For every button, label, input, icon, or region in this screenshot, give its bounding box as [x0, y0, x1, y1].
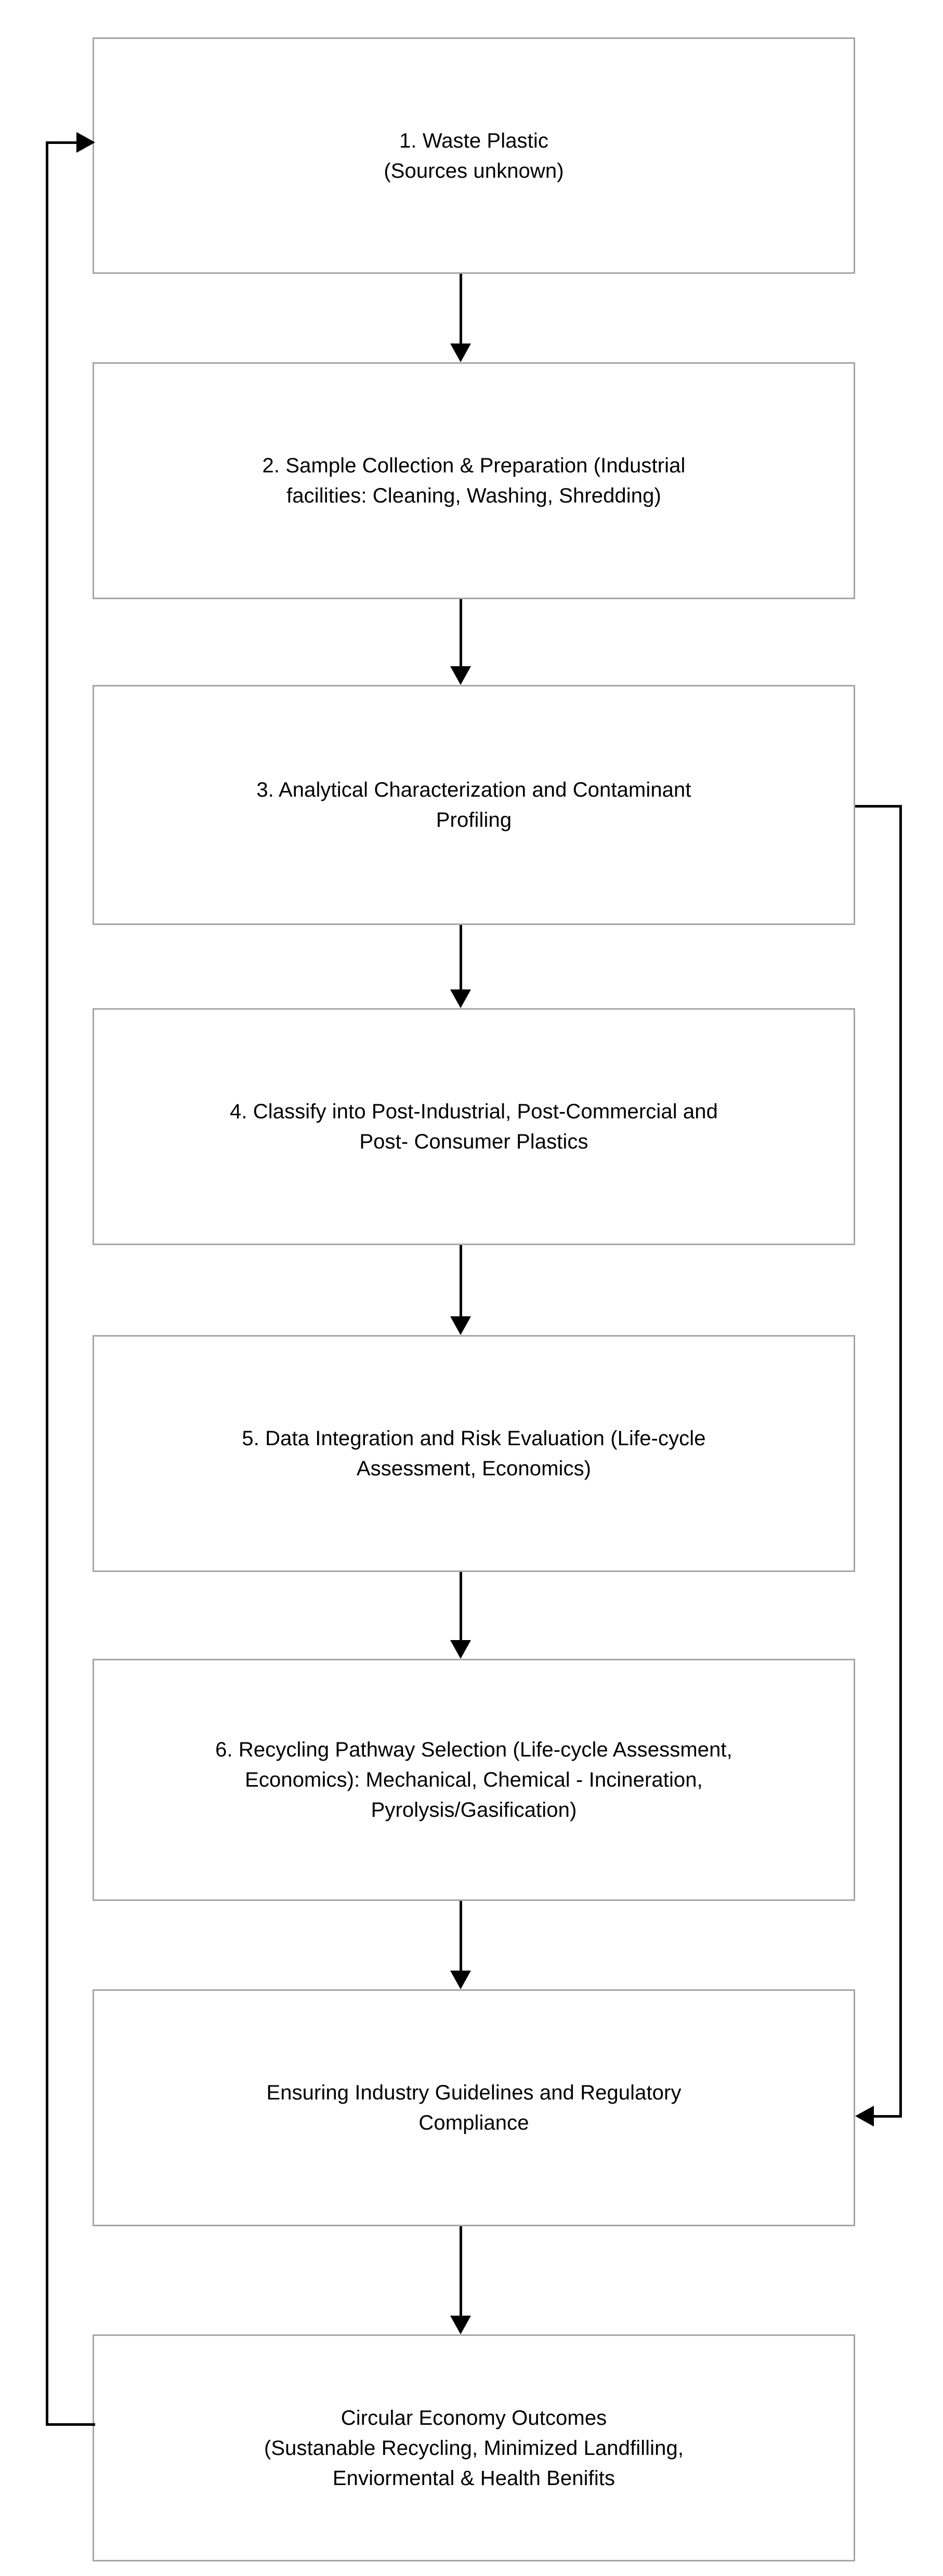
edge-7-to-8-line: [460, 2226, 462, 2316]
node-analytical-characterization-label: 3. Analytical Characterization and Conta…: [256, 778, 691, 831]
node-circular-economy-outcomes-label: Circular Economy Outcomes (Sustanable Re…: [264, 2406, 684, 2490]
node-waste-plastic[interactable]: 1. Waste Plastic (Sources unknown): [93, 37, 855, 274]
node-industry-guidelines-compliance[interactable]: Ensuring Industry Guidelines and Regulat…: [93, 1989, 855, 2226]
node-data-integration-risk-evaluation-label: 5. Data Integration and Risk Evaluation …: [242, 1427, 706, 1480]
edge-2-to-3-line: [460, 599, 462, 666]
node-recycling-pathway-selection-label: 6. Recycling Pathway Selection (Life-cyc…: [215, 1738, 732, 1821]
node-analytical-characterization[interactable]: 3. Analytical Characterization and Conta…: [93, 685, 855, 925]
edge-3-to-7-arrowhead: [855, 2106, 874, 2126]
edge-5-to-6-arrowhead: [450, 1640, 471, 1659]
edge-8-to-1-top-segment: [46, 141, 82, 144]
edge-5-to-6-line: [460, 1572, 462, 1640]
node-sample-collection-preparation-label: 2. Sample Collection & Preparation (Indu…: [262, 454, 686, 507]
node-industry-guidelines-compliance-label: Ensuring Industry Guidelines and Regulat…: [266, 2081, 682, 2134]
node-waste-plastic-label: 1. Waste Plastic (Sources unknown): [384, 129, 564, 182]
node-circular-economy-outcomes[interactable]: Circular Economy Outcomes (Sustanable Re…: [93, 2334, 855, 2561]
edge-8-to-1-vertical-segment: [46, 141, 48, 2425]
edge-4-to-5-arrowhead: [450, 1316, 471, 1335]
edge-3-to-4-line: [460, 925, 462, 989]
edge-8-to-1-bottom-segment: [46, 2423, 95, 2426]
edge-6-to-7-line: [460, 1901, 462, 1971]
edge-8-to-1-arrowhead: [76, 132, 95, 153]
edge-2-to-3-arrowhead: [450, 666, 471, 685]
edge-1-to-2-arrowhead: [450, 344, 471, 362]
edge-3-to-4-arrowhead: [450, 989, 471, 1008]
edge-3-to-7-vertical-segment: [899, 805, 902, 2117]
node-classify-plastics-label: 4. Classify into Post-Industrial, Post-C…: [230, 1100, 718, 1153]
node-sample-collection-preparation[interactable]: 2. Sample Collection & Preparation (Indu…: [93, 362, 855, 599]
edge-7-to-8-arrowhead: [450, 2316, 471, 2334]
edge-6-to-7-arrowhead: [450, 1971, 471, 1989]
node-classify-plastics[interactable]: 4. Classify into Post-Industrial, Post-C…: [93, 1008, 855, 1245]
edge-1-to-2-line: [460, 274, 462, 344]
node-recycling-pathway-selection[interactable]: 6. Recycling Pathway Selection (Life-cyc…: [93, 1659, 855, 1901]
node-data-integration-risk-evaluation[interactable]: 5. Data Integration and Risk Evaluation …: [93, 1335, 855, 1572]
edge-3-to-7-top-segment: [855, 805, 902, 808]
edge-4-to-5-line: [460, 1245, 462, 1316]
edge-3-to-7-bottom-segment: [863, 2115, 902, 2118]
